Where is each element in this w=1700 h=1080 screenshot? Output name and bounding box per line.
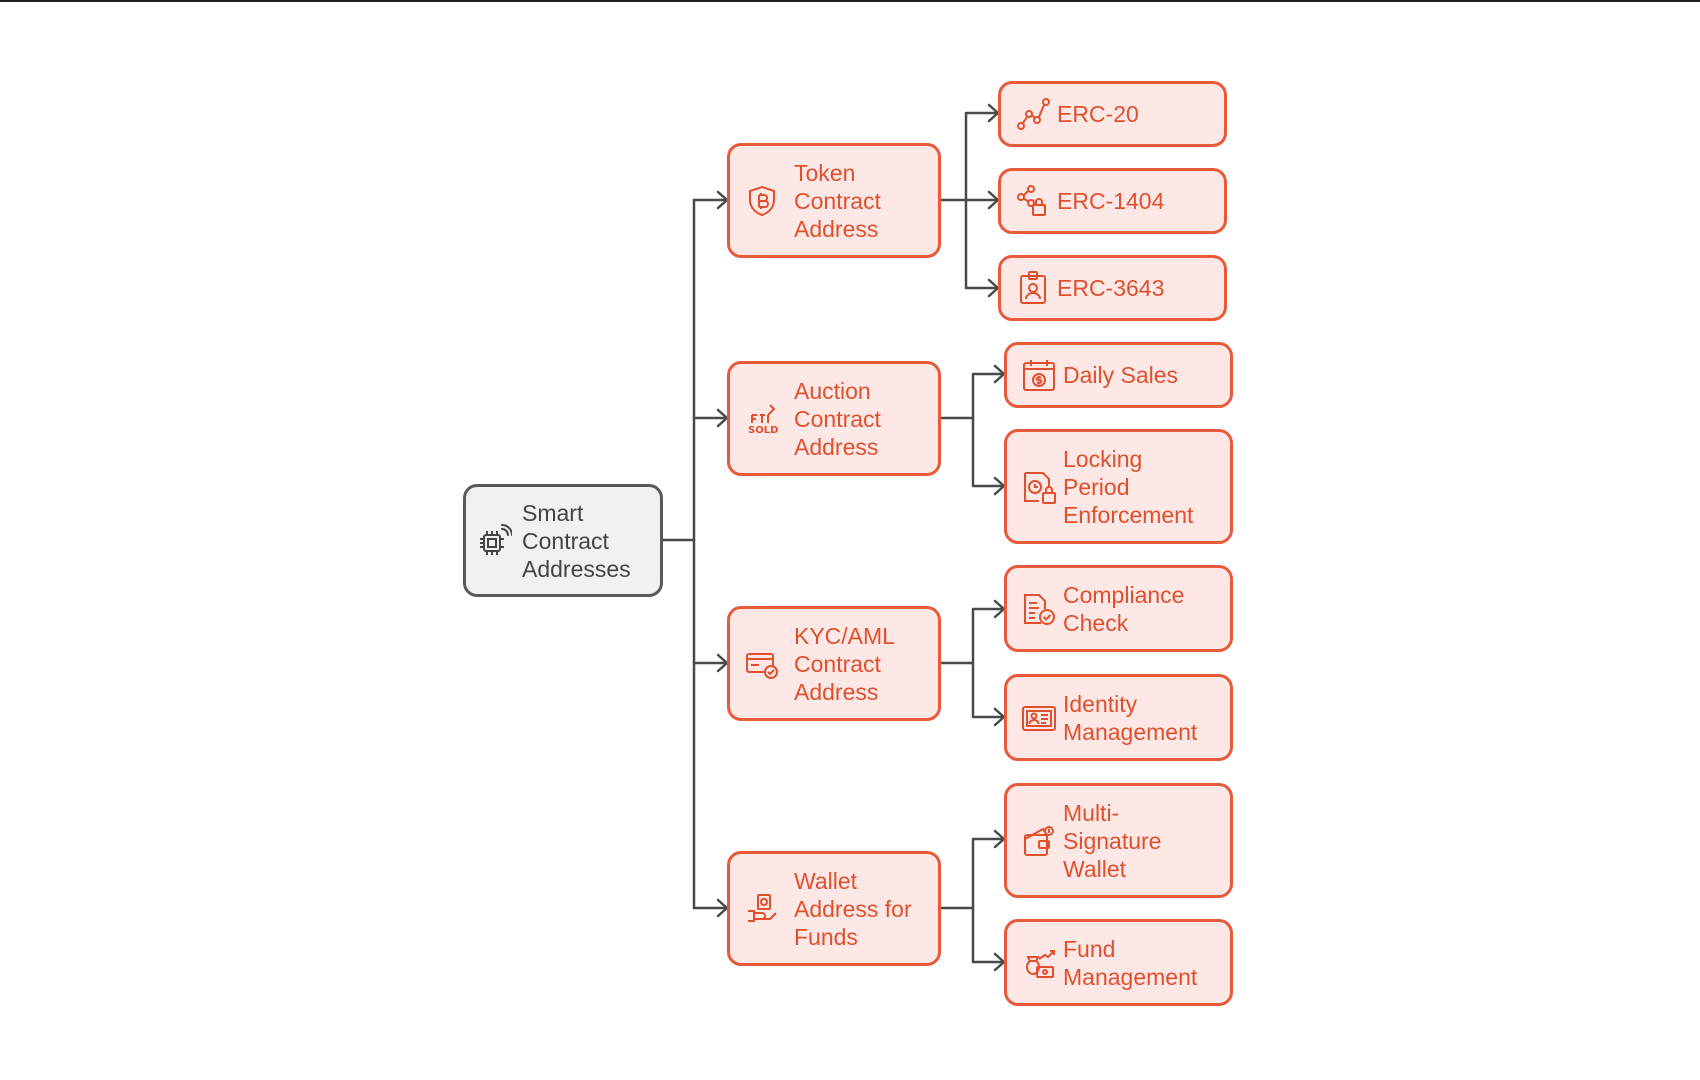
multi-signature-wallet-label: Multi- Signature Wallet xyxy=(1063,799,1162,882)
connector-wallet-children xyxy=(938,837,1005,964)
leaf-fund-management: Fund Management xyxy=(1004,919,1233,1006)
top-border-line xyxy=(0,0,1700,2)
graph-nodes-icon xyxy=(1015,96,1051,132)
connector-auction-children xyxy=(938,372,1005,488)
leaf-erc-1404: ERC-1404 xyxy=(998,168,1227,234)
share-lock-icon xyxy=(1015,183,1051,219)
erc-3643-label: ERC-3643 xyxy=(1057,275,1165,301)
id-card-icon xyxy=(1021,700,1057,736)
leaf-identity-management: Identity Management xyxy=(1004,674,1233,761)
leaf-locking-period: Locking Period Enforcement xyxy=(1004,429,1233,544)
svg-text:SOLD: SOLD xyxy=(748,425,778,436)
root-label: Smart Contract Addresses xyxy=(522,499,631,582)
hand-money-icon xyxy=(744,891,780,927)
daily-sales-label: Daily Sales xyxy=(1063,362,1179,388)
id-badge-icon xyxy=(1015,270,1051,306)
calendar-dollar-icon xyxy=(1021,357,1057,393)
leaf-compliance-check: Compliance Check xyxy=(1004,565,1233,652)
compliance-check-label: Compliance Check xyxy=(1063,581,1185,636)
chip-icon xyxy=(476,523,512,559)
wallet-address-label: Wallet Address for Funds xyxy=(794,867,912,950)
card-check-icon xyxy=(744,646,780,682)
identity-management-label: Identity Management xyxy=(1063,690,1198,745)
sold-sign-icon: SOLD xyxy=(744,401,780,437)
auction-contract-label: Auction Contract Address xyxy=(794,377,881,460)
leaf-erc-20: ERC-20 xyxy=(998,81,1227,147)
root-node: Smart Contract Addresses xyxy=(463,484,663,597)
branch-kyc-contract: KYC/AML Contract Address xyxy=(727,606,941,721)
fund-management-label: Fund Management xyxy=(1063,935,1198,990)
kyc-contract-label: KYC/AML Contract Address xyxy=(794,622,895,705)
branch-auction-contract: SOLD Auction Contract Address xyxy=(727,361,941,476)
branch-token-contract: Token Contract Address xyxy=(727,143,941,258)
money-growth-icon xyxy=(1021,945,1057,981)
token-contract-label: Token Contract Address xyxy=(794,159,881,242)
locking-period-label: Locking Period Enforcement xyxy=(1063,445,1194,528)
clock-lock-icon xyxy=(1021,469,1057,505)
bitcoin-shield-icon xyxy=(744,183,780,219)
document-check-icon xyxy=(1021,591,1057,627)
leaf-multi-signature-wallet: Multi- Signature Wallet xyxy=(1004,783,1233,898)
erc-1404-label: ERC-1404 xyxy=(1057,188,1165,214)
erc-20-label: ERC-20 xyxy=(1057,101,1139,127)
wallet-icon xyxy=(1021,823,1057,859)
branch-wallet-address: Wallet Address for Funds xyxy=(727,851,941,966)
leaf-erc-3643: ERC-3643 xyxy=(998,255,1227,321)
connector-token-children xyxy=(938,111,999,290)
leaf-daily-sales: Daily Sales xyxy=(1004,342,1233,408)
connector-kyc-children xyxy=(938,607,1005,719)
